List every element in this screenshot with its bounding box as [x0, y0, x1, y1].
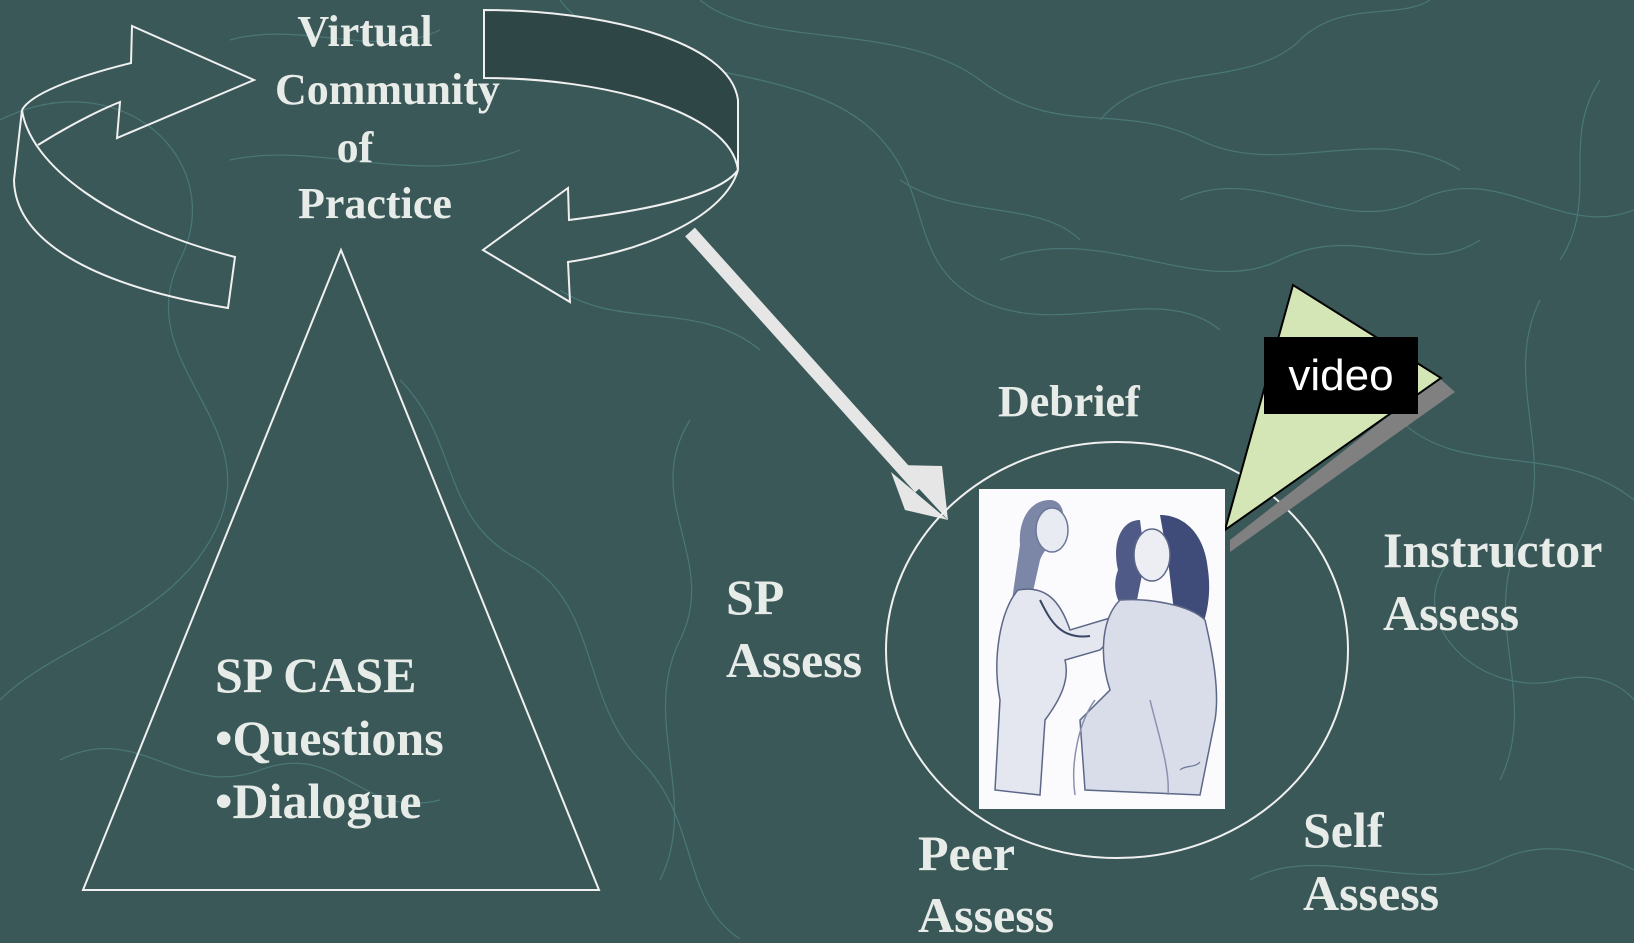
video-label: video: [1264, 337, 1418, 414]
debrief-label: Debrief: [998, 377, 1140, 426]
doctor-patient-illustration: [979, 489, 1225, 809]
peer-assess-line-1: Peer: [918, 825, 1016, 881]
assessment-circle: [885, 441, 1349, 859]
ring-right-band: [483, 8, 739, 171]
community-line-4: Practice: [298, 179, 452, 228]
self-assess-line-2: Assess: [1303, 865, 1440, 921]
ring-arrow-bottom-right: [481, 169, 739, 304]
community-line-2: Community: [275, 65, 500, 114]
sp-assess-line-2: Assess: [726, 632, 863, 688]
cycle-ring: [12, 8, 739, 310]
video-camera-icon: [1223, 283, 1455, 552]
flow-arrow: [685, 227, 948, 520]
peer-assess-line-2: Assess: [918, 887, 1055, 943]
self-assess-line-1: Self: [1303, 802, 1384, 858]
instructor-assess-line-1: Instructor: [1383, 522, 1603, 578]
case-title: SP CASE: [215, 647, 417, 703]
ring-left-band: [12, 109, 237, 310]
community-line-1: Virtual: [297, 7, 433, 56]
case-item-questions: •Questions: [215, 710, 444, 766]
sp-assess-line-1: SP: [726, 569, 785, 625]
case-item-dialogue: •Dialogue: [215, 773, 422, 829]
instructor-assess-line-2: Assess: [1383, 585, 1520, 641]
ring-arrow-top-left: [21, 24, 257, 146]
community-line-3: of: [336, 123, 374, 172]
case-triangle: [81, 247, 601, 891]
